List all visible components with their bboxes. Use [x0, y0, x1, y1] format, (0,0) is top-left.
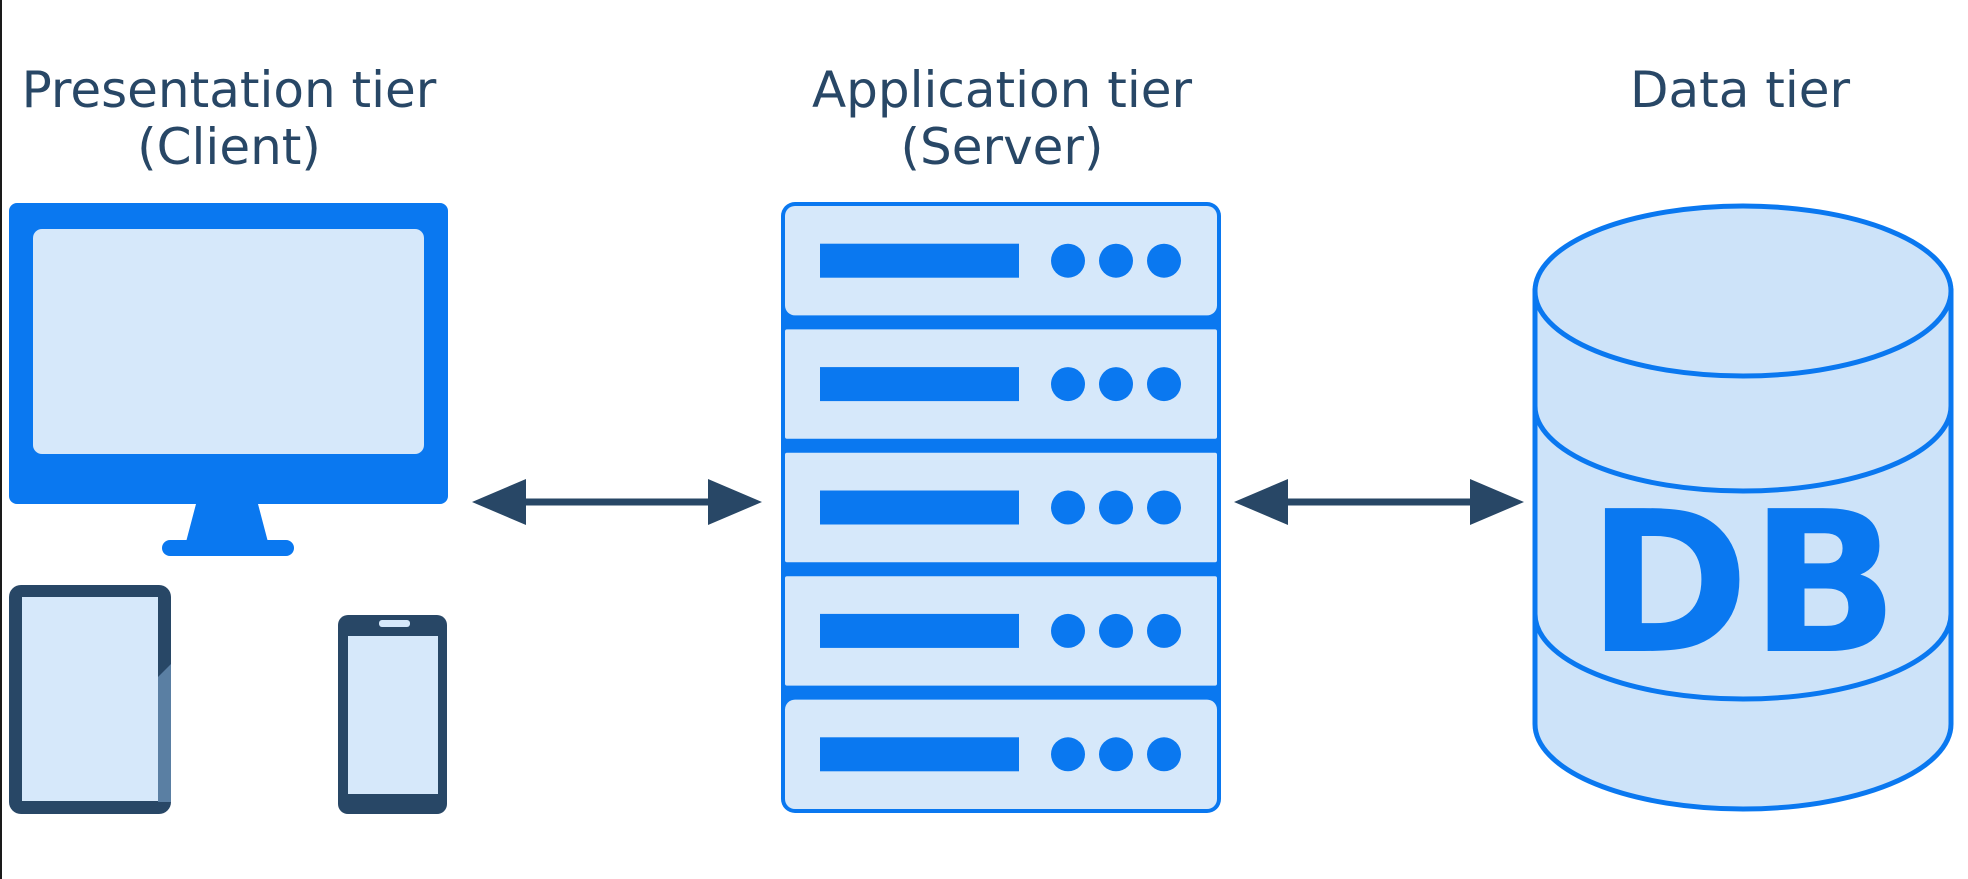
status-light-dot	[1051, 737, 1085, 772]
drive-slot-bar	[820, 367, 1019, 402]
presentation-tier-label: Presentation tier (Client)	[22, 62, 437, 176]
bidirectional-arrow-server-data	[1234, 479, 1524, 525]
status-light-dot	[1099, 613, 1133, 648]
status-light-dot	[1147, 737, 1181, 772]
server-rack-icon	[781, 202, 1221, 813]
application-tier-label: Application tier (Server)	[812, 62, 1192, 176]
status-light-dot	[1147, 613, 1181, 648]
drive-slot-bar	[820, 243, 1019, 278]
presentation-tier-subtitle: (Client)	[137, 118, 321, 176]
data-tier-label: Data tier	[1630, 62, 1850, 119]
drive-slot-bar	[820, 737, 1019, 772]
status-light-dot	[1051, 613, 1085, 648]
db-label: DB	[1587, 470, 1899, 698]
smartphone-icon	[338, 615, 447, 814]
server-unit	[785, 576, 1217, 686]
status-light-dot	[1099, 737, 1133, 772]
server-unit	[785, 329, 1217, 439]
server-unit	[785, 452, 1217, 563]
application-tier-subtitle: (Server)	[900, 118, 1104, 176]
status-light-dot	[1099, 367, 1133, 402]
status-light-dot	[1051, 490, 1085, 525]
server-unit	[785, 206, 1217, 316]
desktop-monitor-icon	[9, 203, 448, 556]
status-light-dot	[1099, 490, 1133, 525]
status-light-dot	[1051, 243, 1085, 278]
left-border-rule	[0, 0, 2, 879]
application-tier-title: Application tier	[811, 61, 1193, 119]
data-tier-title: Data tier	[1629, 61, 1851, 119]
status-light-dot	[1147, 243, 1181, 278]
status-light-dot	[1147, 367, 1181, 402]
drive-slot-bar	[820, 490, 1019, 525]
status-light-dot	[1051, 367, 1085, 402]
status-light-dot	[1147, 490, 1181, 525]
status-light-dot	[1099, 243, 1133, 278]
tablet-icon	[9, 585, 171, 814]
drive-slot-bar	[820, 613, 1019, 648]
presentation-tier-title: Presentation tier	[21, 61, 437, 119]
server-unit	[785, 699, 1217, 809]
bidirectional-arrow-client-server	[472, 479, 762, 525]
database-cylinder-icon: DB	[1532, 203, 1954, 812]
